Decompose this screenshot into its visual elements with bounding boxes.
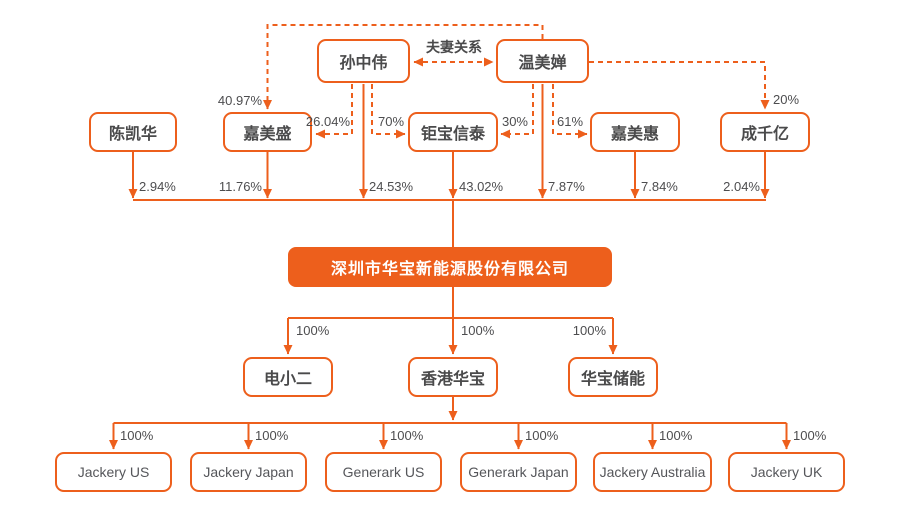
pct-chengqianyi-parent: 2.04% (723, 179, 760, 194)
pct-jiameihui-parent: 7.84% (641, 179, 678, 194)
node-jiameihui: 嘉美惠 (590, 112, 680, 152)
edge-wen-to-jiameihui (552, 84, 588, 139)
node-generark-japan: Generark Japan (460, 452, 577, 492)
edge-wen-to-chengqianyi (589, 61, 770, 110)
pct-wen-jiameisheng: 40.97% (217, 93, 262, 108)
dashed-connectors (263, 24, 770, 139)
edge-sun-to-jiameisheng (315, 84, 353, 139)
pct-chen-parent: 2.94% (139, 179, 176, 194)
pct-hk-jackery-uk: 100% (793, 428, 827, 443)
node-jackery-uk: Jackery UK (728, 452, 845, 492)
node-huabao-chuneng: 华宝储能 (568, 357, 658, 397)
node-jackery-japan: Jackery Japan (190, 452, 307, 492)
node-parent-company: 深圳市华宝新能源股份有限公司 (288, 247, 612, 287)
pct-wen-chengqianyi: 20% (773, 92, 800, 107)
node-sun-zhongwei: 孙中伟 (317, 39, 410, 83)
pct-parent-dianxiaoer: 100% (296, 323, 330, 338)
solid-connectors (109, 84, 791, 450)
pct-hk-generark-japan: 100% (525, 428, 559, 443)
pct-sun-jiameisheng: 26.04% (305, 114, 350, 129)
node-jubao-xintai: 钜宝信泰 (408, 112, 498, 152)
node-jiameisheng: 嘉美盛 (223, 112, 312, 152)
edge-sun-to-jubao (371, 84, 406, 139)
pct-hk-jackery-japan: 100% (255, 428, 289, 443)
node-chen-kaihua: 陈凯华 (89, 112, 177, 152)
spouse-relationship-label: 夫妻关系 (426, 39, 482, 55)
node-chengqianyi: 成千亿 (720, 112, 810, 152)
pct-hk-jackery-australia: 100% (659, 428, 693, 443)
pct-sun-jubao: 70% (378, 114, 405, 129)
node-dianxiaoer: 电小二 (243, 357, 333, 397)
pct-parent-chuneng: 100% (572, 323, 606, 338)
pct-hk-generark-us: 100% (390, 428, 424, 443)
pct-wen-jubao: 30% (501, 114, 528, 129)
edge-wen-to-jubao (500, 84, 534, 139)
pct-wen-parent: 7.87% (548, 179, 585, 194)
node-hongkong-huabao: 香港华宝 (408, 357, 498, 397)
pct-hk-jackery-us: 100% (120, 428, 154, 443)
pct-jiameisheng-parent: 11.76% (218, 179, 262, 194)
node-jackery-australia: Jackery Australia (593, 452, 712, 492)
pct-sun-parent: 24.53% (369, 179, 414, 194)
pct-parent-hongkong: 100% (461, 323, 495, 338)
node-jackery-us: Jackery US (55, 452, 172, 492)
node-generark-us: Generark US (325, 452, 442, 492)
pct-wen-jiameihui: 61% (557, 114, 584, 129)
node-wen-meichan: 温美婵 (496, 39, 589, 83)
pct-jubao-parent: 43.02% (459, 179, 504, 194)
